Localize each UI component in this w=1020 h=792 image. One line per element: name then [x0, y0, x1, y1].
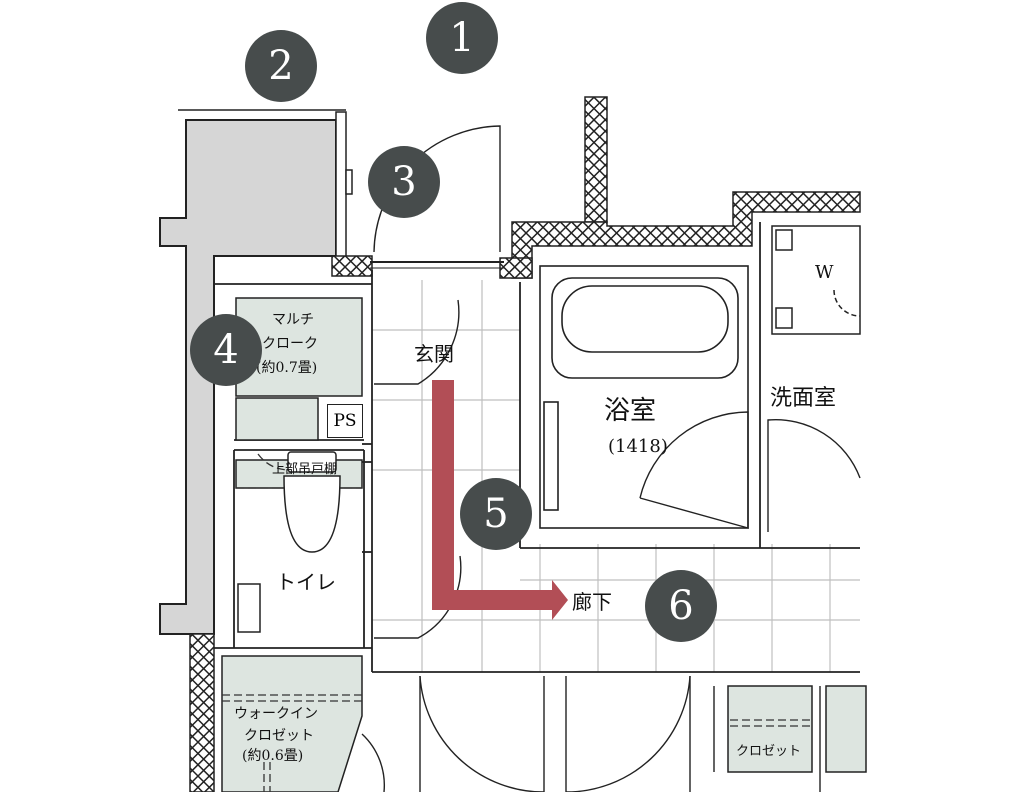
marker-6: 6	[645, 570, 717, 642]
marker-2: 2	[245, 30, 317, 102]
lower-door-right	[566, 675, 691, 792]
lower-door-left	[419, 675, 544, 792]
washroom-door-swing	[767, 418, 861, 532]
bath-door-swing	[639, 411, 749, 529]
bathroom-size-label: (1418)	[608, 436, 668, 457]
entrance-label: 玄関	[414, 342, 454, 366]
multi-cloak-label-3: (約0.7畳)	[256, 360, 318, 376]
marker-3: 3	[368, 146, 440, 218]
marker-5: 5	[460, 478, 532, 550]
washroom-label: 洗面室	[770, 386, 837, 411]
closet-left-storage	[727, 685, 813, 773]
hatched-walls	[189, 96, 861, 792]
closet-right-storage	[825, 685, 867, 773]
ps-label: PS	[327, 404, 363, 438]
walk-in-label-3: (約0.6畳)	[242, 748, 304, 764]
tile-grid	[372, 280, 860, 672]
walk-in-closet-storage	[221, 655, 363, 792]
walk-in-label-1: ウォークイン	[234, 706, 318, 722]
cloak-door-swing	[374, 299, 460, 385]
exterior-wall-block	[159, 109, 353, 635]
bathroom-label: 浴室	[604, 396, 657, 426]
marker-4: 4	[190, 314, 262, 386]
toilet-fixture	[237, 451, 341, 633]
walk-in-label-2: クロゼット	[244, 728, 314, 744]
marker-1: 1	[426, 2, 498, 74]
washer	[771, 225, 861, 335]
hallway-label: 廊下	[572, 590, 612, 614]
bathtub	[539, 265, 749, 529]
multi-cloak-shelf	[235, 397, 319, 441]
closet-label: クロゼット	[736, 744, 802, 759]
upper-cabinet-label: 上部吊戸棚	[272, 462, 338, 477]
route-arrow	[432, 380, 568, 620]
multi-cloak-label-2: クローク	[262, 336, 318, 352]
multi-cloak-label-1: マルチ	[272, 312, 314, 328]
washer-label: W	[815, 262, 834, 283]
toilet-label: トイレ	[276, 570, 336, 594]
walk-in-door	[361, 733, 386, 792]
